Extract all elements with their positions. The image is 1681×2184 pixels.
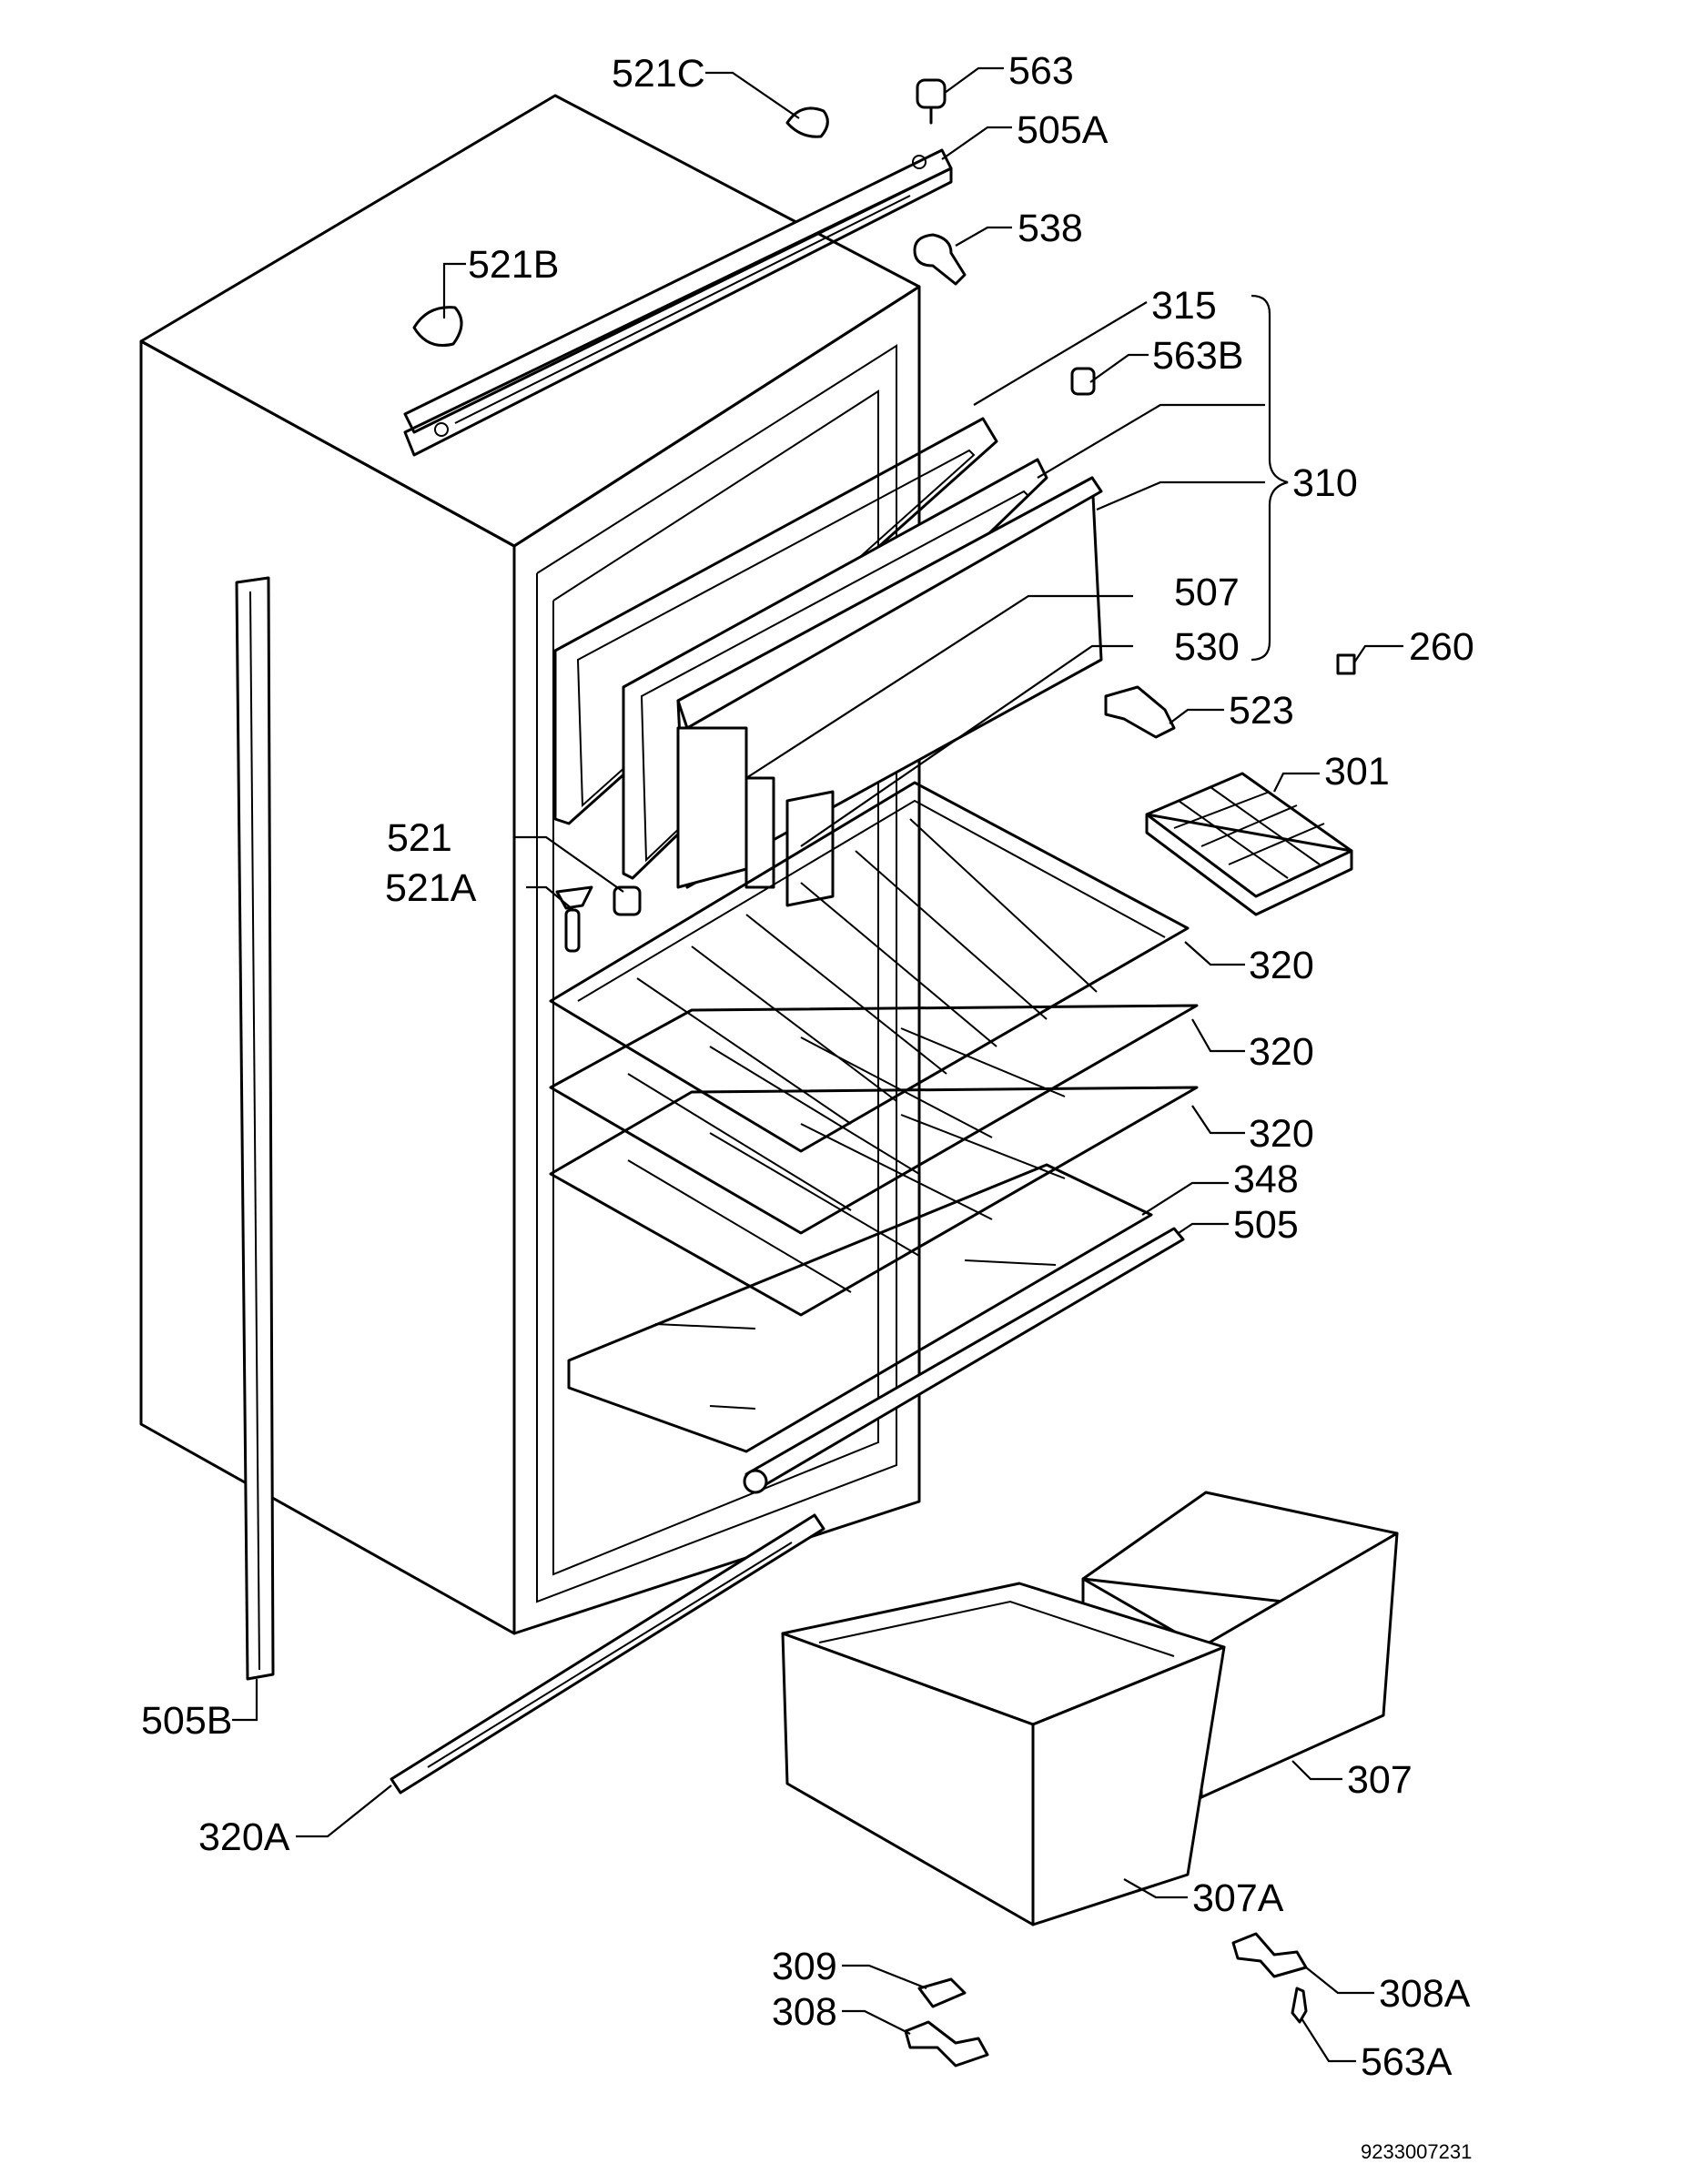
cabinet-body	[139, 94, 921, 1635]
label-307a: 307A	[1192, 1876, 1284, 1920]
label-563: 563	[1008, 49, 1074, 93]
rail-320a	[390, 1513, 825, 1795]
label-563b: 563B	[1152, 334, 1243, 378]
shelf-320-bottom	[549, 1086, 1199, 1317]
hinge-538	[913, 233, 967, 286]
label-260: 260	[1409, 625, 1474, 669]
label-521c: 521C	[612, 52, 705, 96]
label-563a: 563A	[1361, 2040, 1453, 2084]
label-530: 530	[1174, 625, 1240, 669]
shelf-320-middle	[549, 1004, 1199, 1235]
bar-505	[743, 1227, 1185, 1494]
label-521a: 521A	[385, 866, 477, 910]
label-538: 538	[1018, 207, 1083, 250]
label-301: 301	[1324, 750, 1390, 794]
screw-563a	[1291, 1987, 1308, 2024]
shelf-320-top	[549, 781, 1190, 1153]
label-320a: 320A	[198, 1815, 290, 1859]
door-strip-505b	[235, 576, 275, 1681]
label-310: 310	[1292, 461, 1358, 505]
leader-lines	[232, 66, 1403, 2063]
label-507: 507	[1174, 571, 1240, 614]
label-309: 309	[772, 1945, 837, 1988]
label-315: 315	[1151, 284, 1217, 328]
label-320-3: 320	[1249, 1112, 1314, 1156]
bracket-brace-310	[1251, 294, 1289, 662]
bulb-521a	[555, 885, 593, 953]
cap-521b	[412, 306, 463, 347]
document-number: 9233007231	[1361, 2140, 1472, 2163]
drawer-307a	[781, 1582, 1226, 1926]
label-521: 521	[387, 816, 452, 860]
clip-260	[1336, 653, 1356, 675]
label-505: 505	[1233, 1203, 1299, 1247]
glass-shelf-348	[567, 1163, 1153, 1453]
handle-523	[1104, 685, 1176, 739]
pad-309	[917, 1977, 967, 2008]
label-523: 523	[1229, 689, 1294, 733]
label-320-2: 320	[1249, 1030, 1314, 1074]
thermostat-bracket	[744, 776, 835, 907]
screw-563	[916, 78, 947, 125]
label-348: 348	[1233, 1158, 1299, 1201]
label-308: 308	[772, 1990, 837, 2034]
bracket-308	[904, 2020, 989, 2068]
lamp-holder-521	[613, 885, 642, 916]
label-308a: 308A	[1379, 1972, 1471, 2016]
door-frame-507	[676, 476, 1103, 889]
plug-563b	[1070, 367, 1096, 396]
label-505a: 505A	[1017, 108, 1109, 152]
cap-521c	[785, 106, 829, 138]
top-hinge-strip	[403, 148, 953, 457]
label-307: 307	[1347, 1758, 1413, 1802]
ice-tray-301	[1145, 772, 1353, 916]
label-320-1: 320	[1249, 944, 1314, 987]
bracket-308a	[1231, 1932, 1308, 1978]
part-labels: 521C 563 505A 538 521B 315 563B 310 507 …	[141, 49, 1474, 2163]
label-521b: 521B	[468, 243, 559, 287]
label-505b: 505B	[141, 1699, 232, 1743]
